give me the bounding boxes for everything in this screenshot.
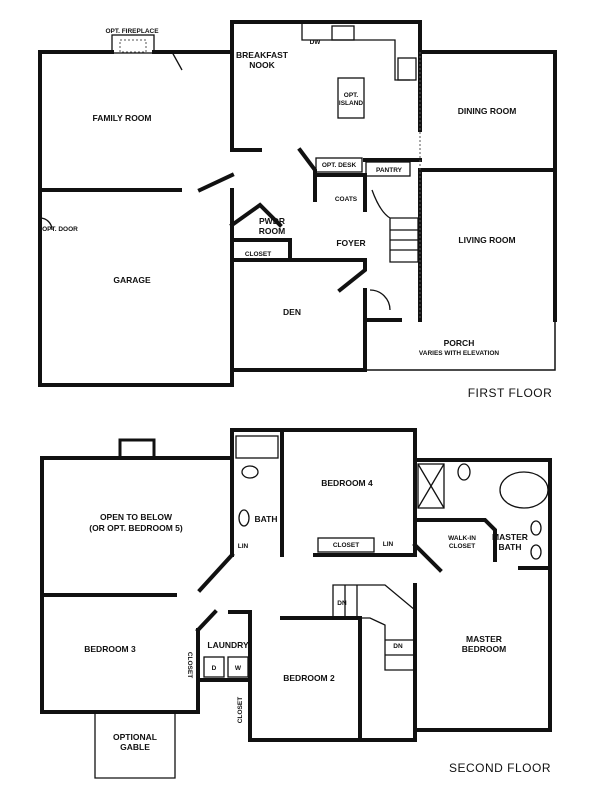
label-closet-b2: CLOSET [237,697,244,723]
label-breakfast-nook-2: NOOK [249,60,275,70]
label-washer: W [235,665,242,672]
label-laundry: LAUNDRY [207,640,249,650]
label-bedroom-4: BEDROOM 4 [321,478,373,488]
label-coats: COATS [335,196,358,203]
label-closet-b3: CLOSET [186,652,193,678]
label-bath: BATH [255,514,278,524]
label-porch-note: VARIES WITH ELEVATION [419,350,499,357]
label-open-to-below-2: (OR OPT. BEDROOM 5) [89,523,183,533]
label-master-bath-2: BATH [499,542,522,552]
label-pwdr-room-1: PWDR [259,216,285,226]
label-opt-island-2: ISLAND [339,100,364,107]
label-dw: DW [310,39,322,46]
label-pwdr-room-2: ROOM [259,226,285,236]
fireplace [111,34,155,54]
label-walk-in-closet-2: CLOSET [449,543,475,550]
first-floor: OPT. FIREPLACE FAMILY ROOM BREAKFAST NOO… [38,20,557,400]
label-dn-1: DN [337,600,347,607]
label-lin-2: LIN [383,541,394,548]
label-garage: GARAGE [113,275,151,285]
label-open-to-below-1: OPEN TO BELOW [100,512,173,522]
label-dining-room: DINING ROOM [458,106,517,116]
label-master-bedroom-1: MASTER [466,634,502,644]
label-lin-1: LIN [238,543,249,550]
label-closet: CLOSET [245,251,271,258]
label-master-bedroom-2: BEDROOM [462,644,506,654]
second-floor: OPEN TO BELOW (OR OPT. BEDROOM 5) BATH L… [40,428,552,779]
label-walk-in-closet-1: WALK-IN [448,535,476,542]
label-optional-gable-2: GABLE [120,742,150,752]
label-dryer: D [212,665,217,672]
label-closet-b4: CLOSET [333,542,359,549]
label-living-room: LIVING ROOM [458,235,515,245]
label-family-room: FAMILY ROOM [92,113,151,123]
label-optional-gable-1: OPTIONAL [113,732,157,742]
label-breakfast-nook-1: BREAKFAST [236,50,289,60]
first-floor-title: FIRST FLOOR [468,386,553,400]
label-foyer: FOYER [336,238,365,248]
opt-island [337,77,365,119]
second-floor-title: SECOND FLOOR [449,761,551,775]
label-master-bath-1: MASTER [492,532,528,542]
label-bedroom-2: BEDROOM 2 [283,673,335,683]
label-porch: PORCH [444,338,475,348]
label-bedroom-3: BEDROOM 3 [84,644,136,654]
label-opt-fireplace: OPT. FIREPLACE [105,28,159,35]
label-dn-2: DN [393,643,403,650]
label-den: DEN [283,307,301,317]
label-opt-door: OPT. DOOR [42,226,78,233]
label-opt-desk: OPT. DESK [322,162,357,169]
label-pantry: PANTRY [376,167,403,174]
label-opt-island-1: OPT. [344,92,359,99]
